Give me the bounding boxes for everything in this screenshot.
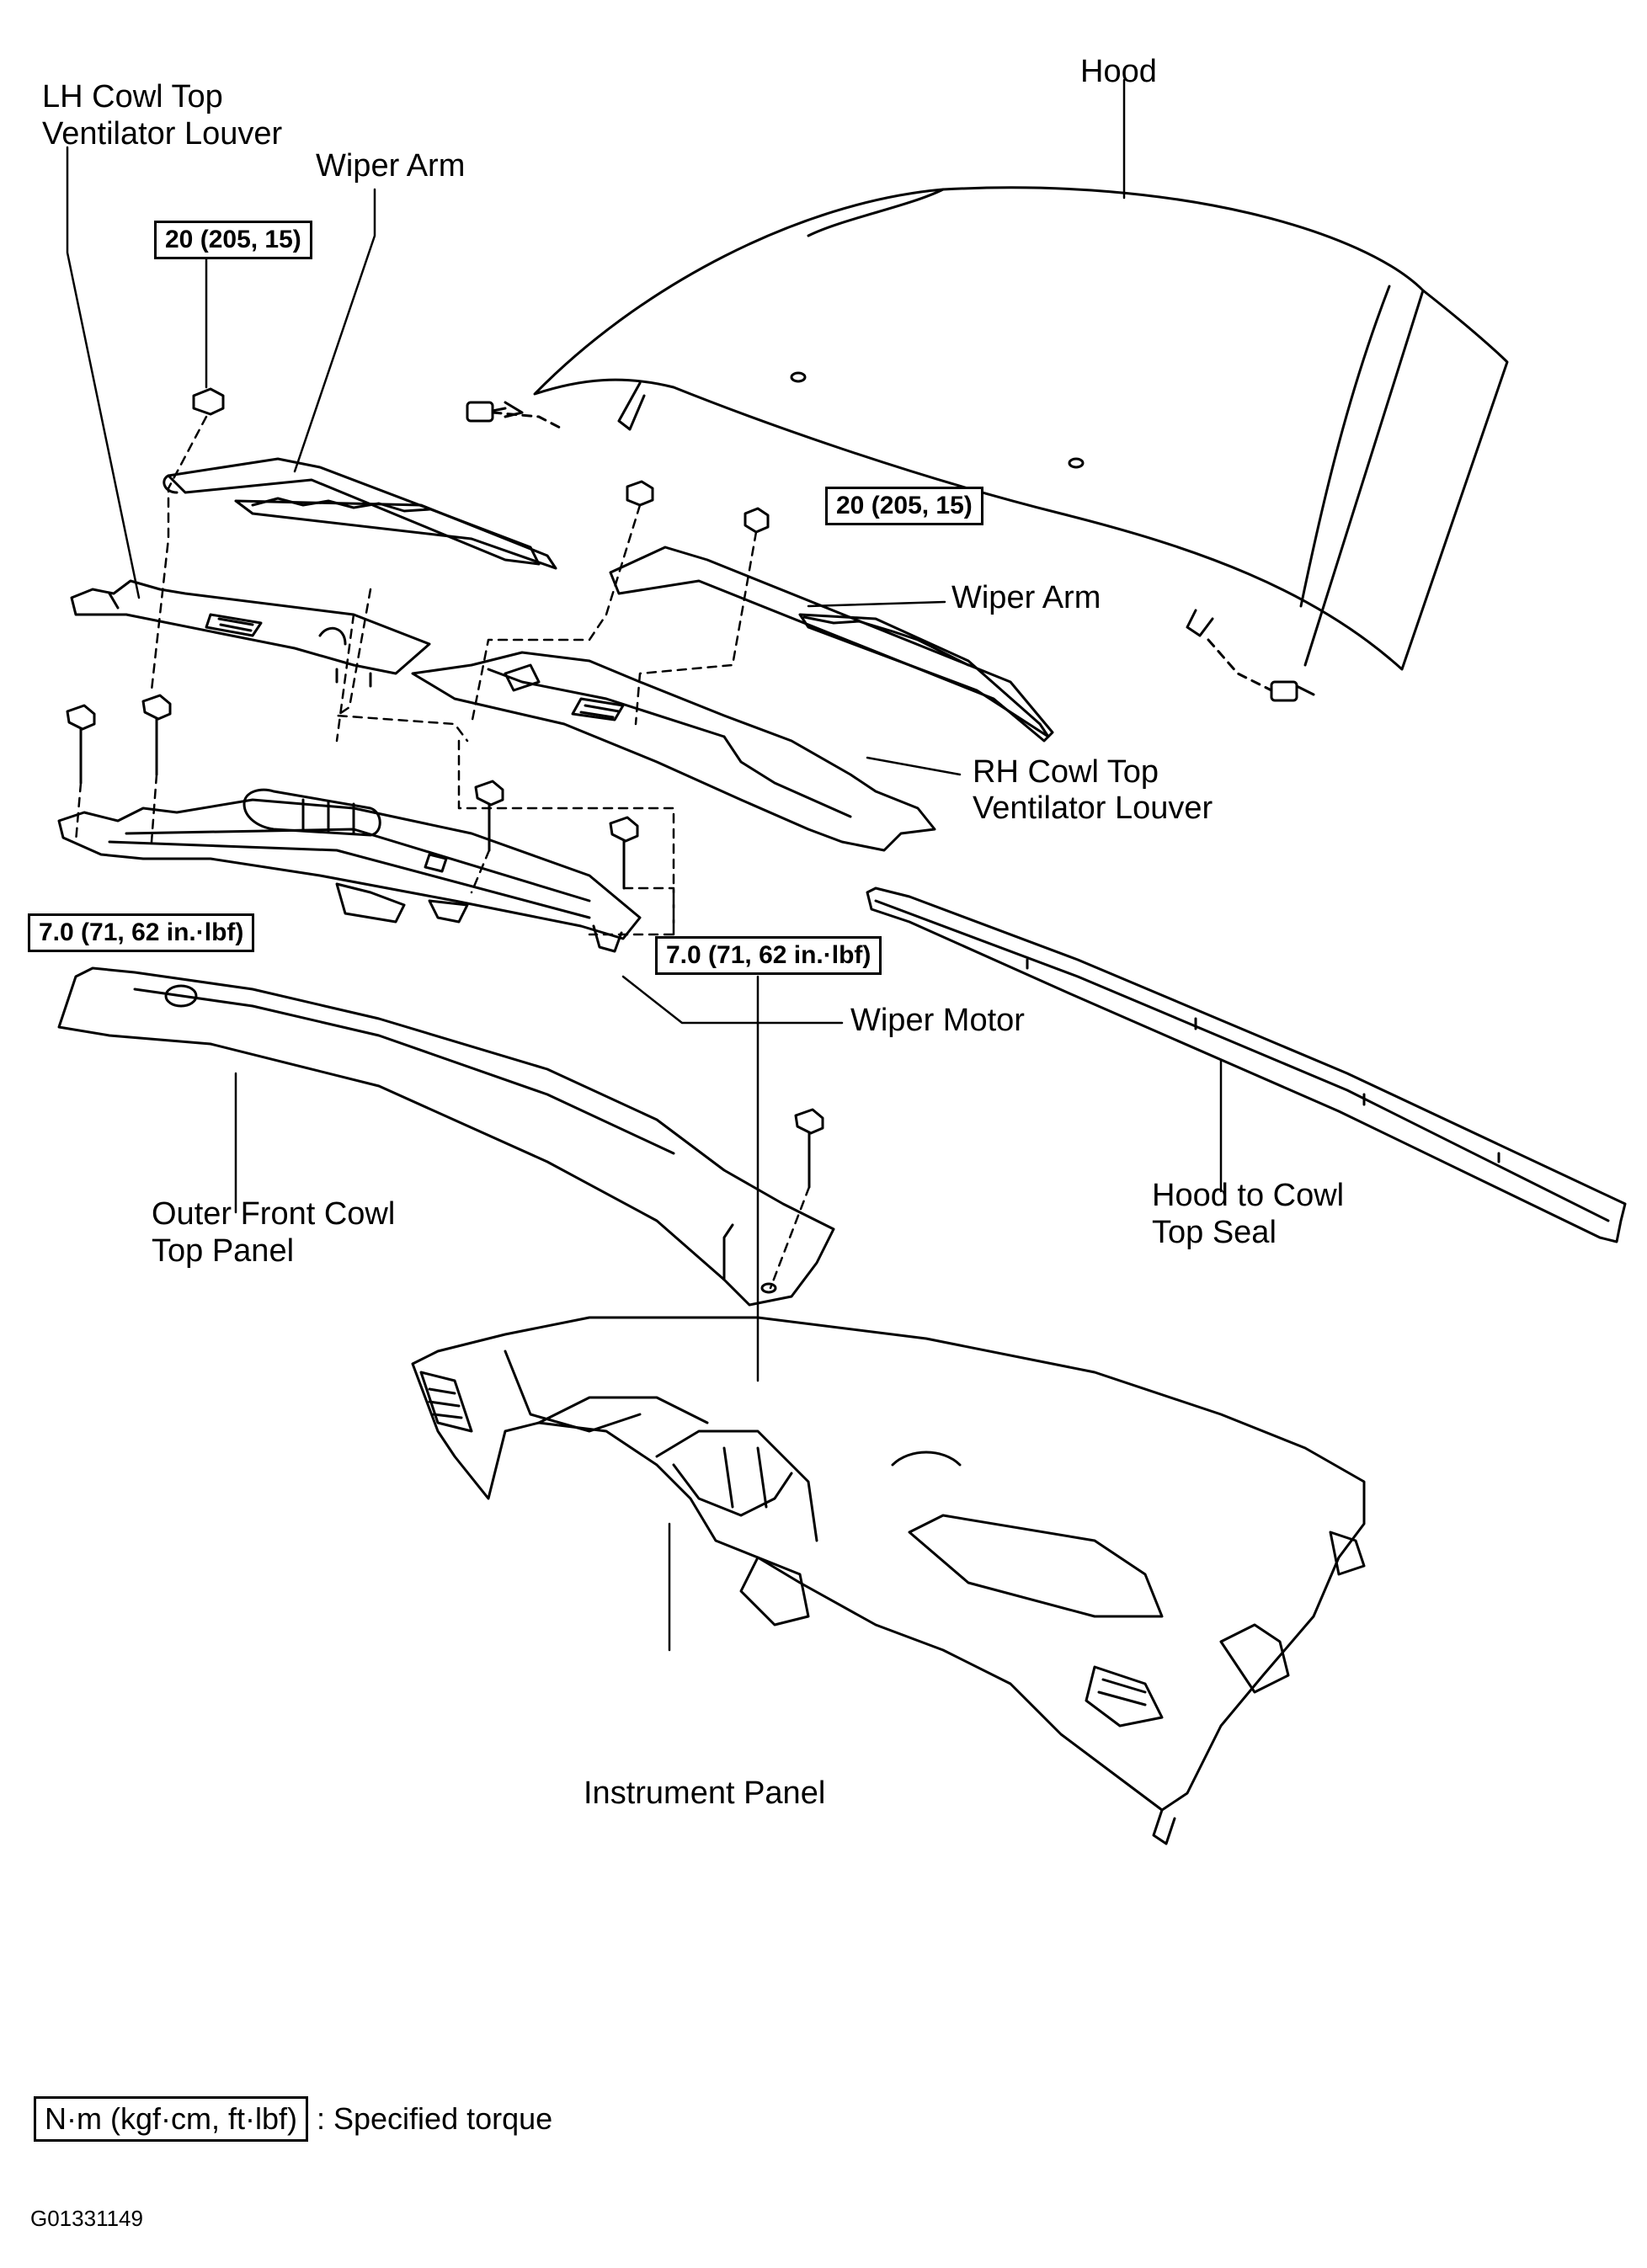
fasteners — [66, 387, 824, 1189]
lh-louver-part — [70, 579, 431, 688]
legend-description: : Specified torque — [317, 2101, 553, 2136]
outer-cowl-label-line1: Outer Front Cowl — [152, 1196, 396, 1232]
leader-lines — [66, 78, 1223, 1652]
outer-cowl-label-line2: Top Panel — [152, 1233, 295, 1269]
lh-louver-label-line1: LH Cowl Top — [42, 79, 223, 114]
lh-louver-label-line2: Ventilator Louver — [42, 116, 283, 152]
wiper-motor-label: Wiper Motor — [850, 1003, 1025, 1038]
hood-part — [466, 186, 1509, 702]
torque-legend: N·m (kgf·cm, ft·lbf) : Specified torque — [34, 2096, 552, 2142]
hood-seal-part — [866, 886, 1627, 1243]
instrument-panel-part — [411, 1316, 1366, 1845]
torque-box-motor-right: 7.0 (71, 62 in.·lbf) — [655, 936, 882, 975]
rh-louver-label-line1: RH Cowl Top — [973, 754, 1159, 790]
torque-box-motor-left: 7.0 (71, 62 in.·lbf) — [28, 913, 255, 952]
hood-label: Hood — [1080, 54, 1157, 89]
figure-code: G01331149 — [30, 2206, 143, 2231]
legend-unit-box: N·m (kgf·cm, ft·lbf) — [34, 2096, 308, 2142]
torque-box-wiper-arm-right: 20 (205, 15) — [825, 487, 983, 525]
rh-louver-label-line2: Ventilator Louver — [973, 791, 1213, 826]
hood-seal-label-line2: Top Seal — [1152, 1215, 1277, 1250]
left-wiper-arm-part — [163, 457, 557, 570]
dashed-connectors — [74, 415, 811, 1290]
wiper-motor-part — [57, 788, 642, 953]
wiper-arm-left-label: Wiper Arm — [316, 148, 466, 184]
outer-cowl-panel-part — [57, 966, 835, 1307]
rh-louver-part — [411, 651, 936, 852]
wiper-arm-right-label: Wiper Arm — [951, 580, 1101, 615]
hood-seal-label-line1: Hood to Cowl — [1152, 1178, 1345, 1213]
torque-box-wiper-arm-left: 20 (205, 15) — [154, 221, 312, 259]
instrument-panel-label: Instrument Panel — [584, 1776, 826, 1811]
right-wiper-arm-part — [609, 546, 1054, 743]
